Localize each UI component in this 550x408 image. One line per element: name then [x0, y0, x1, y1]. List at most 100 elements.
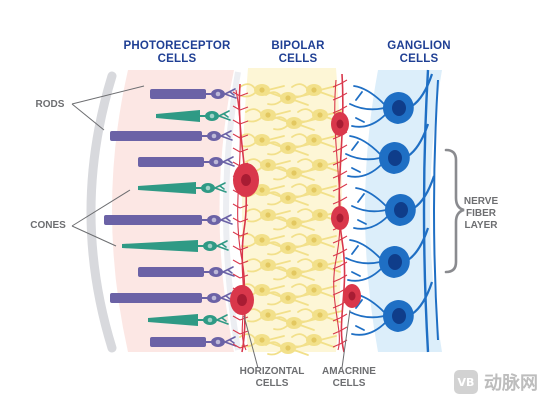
bipolar-nucleus — [291, 120, 297, 126]
photoreceptor-synapse — [216, 314, 229, 325]
photoreceptor-nucleus — [211, 133, 217, 139]
rods-label: RODS — [35, 99, 65, 110]
cone-outer-segment — [138, 182, 196, 194]
horizontal-twig — [232, 343, 249, 349]
rod-outer-segment — [138, 157, 204, 167]
rods-pointer-line — [71, 103, 105, 131]
ganglion-header-line2: CELLS — [399, 53, 439, 65]
bipolar-branch — [271, 116, 317, 131]
cones-label: CONES — [30, 220, 66, 231]
photoreceptor-nucleus — [211, 295, 217, 301]
cone-outer-segment — [122, 240, 198, 252]
watermark-text: 动脉网 — [484, 373, 538, 394]
bipolar-branch — [245, 258, 291, 273]
bipolar-nucleus — [285, 195, 291, 201]
bipolar-branch — [291, 333, 337, 348]
nerve-label-line3: LAYER — [464, 220, 498, 231]
photoreceptor-synapse — [220, 214, 233, 225]
horizontal-twig — [232, 259, 249, 265]
amacrine-label-line1: AMACRINE — [322, 366, 376, 377]
horizontal-nucleus — [237, 294, 247, 306]
amacrine-twig — [332, 248, 348, 257]
bipolar-header: BIPOLAR CELLS — [258, 40, 338, 66]
amacrine-pointer-line — [341, 309, 351, 369]
rod-outer-segment — [150, 337, 206, 347]
bipolar-nucleus — [259, 287, 265, 293]
ganglion-axon-trunk — [422, 69, 430, 353]
bipolar-nucleus — [311, 137, 317, 143]
bipolar-branch — [239, 133, 285, 148]
bipolar-nucleus — [285, 245, 291, 251]
amacrine-cells-label: AMACRINE CELLS — [316, 366, 382, 390]
cone-outer-segment — [148, 314, 198, 326]
bipolar-nucleus — [259, 87, 265, 93]
amacrine-twig — [332, 196, 348, 205]
ganglion-nucleus — [392, 100, 406, 116]
watermark-logo: VB 动脉网 — [454, 369, 538, 395]
nerve-fiber-bracket — [444, 148, 465, 274]
ganglion-dendrite — [349, 293, 387, 336]
bipolar-nucleus — [259, 187, 265, 193]
amacrine-nucleus — [348, 291, 356, 301]
bipolar-branch — [245, 108, 291, 123]
amacrine-twig — [332, 326, 348, 335]
bipolar-nucleus — [311, 187, 317, 193]
photoreceptor-header-line2: CELLS — [157, 53, 197, 65]
bipolar-nucleus — [259, 137, 265, 143]
bipolar-nucleus — [311, 287, 317, 293]
horizontal-twig — [232, 217, 249, 223]
nerve-label-line1: NERVE — [463, 196, 499, 207]
bipolar-branch — [239, 233, 285, 248]
bipolar-branch — [297, 308, 343, 323]
bipolar-branch — [291, 183, 337, 198]
bipolar-branch — [245, 208, 291, 223]
ganglion-axon — [407, 123, 430, 157]
photoreceptor-nucleus — [213, 159, 219, 165]
ganglion-axon — [407, 227, 430, 261]
amacrine-twig — [332, 183, 348, 192]
bipolar-nucleus — [311, 87, 317, 93]
bipolar-nucleus — [311, 337, 317, 343]
ganglion-dendrite — [345, 239, 383, 282]
bipolar-nucleus — [285, 295, 291, 301]
bipolar-branch — [291, 83, 337, 98]
amacrine-nucleus — [336, 213, 344, 223]
horizontal-twig — [232, 329, 249, 335]
photoreceptor-nucleus — [207, 243, 213, 249]
bipolar-branch — [265, 341, 311, 356]
horizontal-label-line2: CELLS — [255, 378, 289, 389]
amacrine-twig — [332, 313, 348, 322]
bipolar-branch — [265, 191, 311, 206]
horizontal-twig — [232, 245, 249, 251]
bipolar-nucleus — [311, 237, 317, 243]
bipolar-branch — [291, 133, 337, 148]
horizontal-twig — [232, 231, 249, 237]
bipolar-nucleus — [291, 220, 297, 226]
bipolar-nucleus — [291, 170, 297, 176]
inner-arc — [223, 71, 241, 351]
photoreceptor-synapse — [220, 130, 233, 141]
horizontal-cells-label: HORIZONTAL CELLS — [236, 366, 308, 390]
amacrine-nucleus — [336, 119, 344, 129]
ganglion-axon — [413, 175, 436, 209]
horizontal-twig — [232, 105, 249, 111]
bipolar-branch — [291, 283, 337, 298]
ganglion-header-line1: GANGLION — [387, 40, 451, 52]
horizontal-twig — [232, 315, 249, 321]
rod-outer-segment — [150, 89, 206, 99]
photoreceptor-synapse — [218, 110, 231, 121]
cones-pointer-line — [71, 225, 117, 247]
bipolar-nucleus — [317, 112, 323, 118]
bipolar-header-line1: BIPOLAR — [271, 40, 325, 52]
horizontal-twig — [232, 203, 249, 209]
photoreceptor-synapse — [224, 88, 237, 99]
nerve-fiber-layer-label: NERVE FIBER LAYER — [458, 196, 504, 232]
horizontal-twig — [232, 119, 249, 125]
photoreceptor-nucleus — [211, 217, 217, 223]
bipolar-branch — [271, 316, 317, 331]
photoreceptor-nucleus — [215, 91, 221, 97]
bipolar-nucleus — [265, 212, 271, 218]
bipolar-branch — [245, 308, 291, 323]
bipolar-nucleus — [265, 162, 271, 168]
